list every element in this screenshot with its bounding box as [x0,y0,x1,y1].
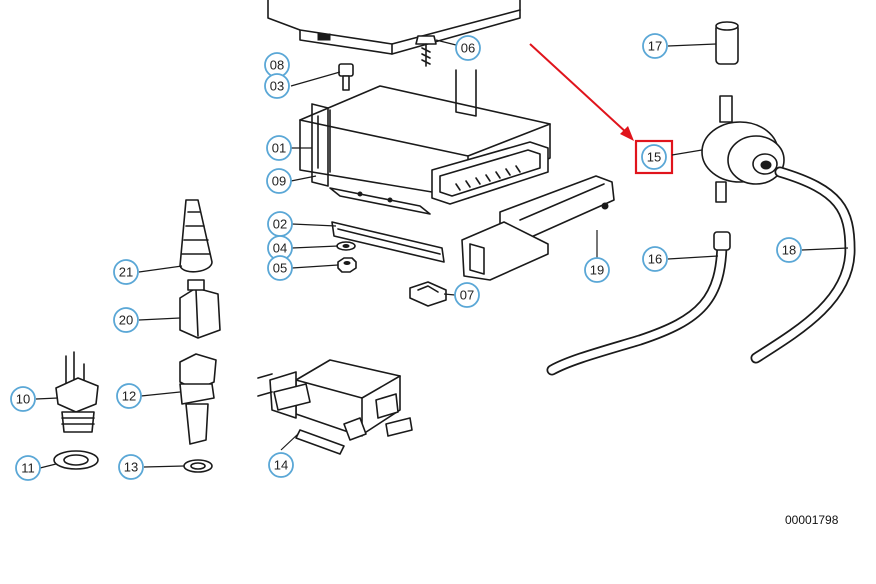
callout-03[interactable]: 03 [264,73,290,99]
svg-text:10: 10 [16,392,30,407]
callout-20[interactable]: 20 [113,307,139,333]
highlight-box [634,139,674,175]
upper-housing [267,0,521,55]
highlight-arrow [529,43,634,141]
control-unit [299,69,551,215]
callout-02[interactable]: 02 [267,211,293,237]
callout-19[interactable]: 19 [584,257,610,283]
mounting-plate [331,221,445,263]
callout-18[interactable]: 18 [776,237,802,263]
svg-text:17: 17 [648,39,662,54]
hose-16 [546,231,731,376]
svg-text:18: 18 [782,243,796,258]
clip-07 [409,281,447,307]
drawing-number: 00001798 [785,513,839,527]
callout-13[interactable]: 13 [118,454,144,480]
switching-valve-14 [257,359,413,455]
plug-20 [179,279,221,339]
callout-15[interactable]: 15 [641,144,667,170]
svg-text:16: 16 [648,252,662,267]
callout-16[interactable]: 16 [642,246,668,272]
svg-text:21: 21 [119,265,133,280]
svg-text:03: 03 [270,79,284,94]
rubber-boot-21 [179,199,213,273]
temperature-sensor-12 [179,353,217,445]
svg-text:09: 09 [272,174,286,189]
callout-01[interactable]: 01 [266,135,292,161]
svg-text:19: 19 [590,263,604,278]
callout-11[interactable]: 11 [15,455,41,481]
hose-18 [750,166,856,364]
hose-connector-17 [715,21,739,65]
svg-text:08: 08 [270,58,284,73]
callout-12[interactable]: 12 [116,383,142,409]
svg-text:07: 07 [460,288,474,303]
svg-text:11: 11 [21,461,35,476]
svg-text:13: 13 [124,460,138,475]
svg-text:06: 06 [461,41,475,56]
callout-17[interactable]: 17 [642,33,668,59]
screw-06 [415,35,437,67]
washer-04 [336,241,356,251]
washer-13 [183,459,213,473]
svg-text:04: 04 [273,241,287,256]
pressure-regulator [701,95,785,203]
svg-text:05: 05 [273,261,287,276]
callout-21[interactable]: 21 [113,259,139,285]
bolt-03 [338,63,354,91]
nut-05 [337,257,357,273]
connector-plug [461,175,615,281]
temperature-switch-10 [55,351,99,433]
svg-text:14: 14 [274,458,288,473]
washer-11 [53,450,99,470]
callout-14[interactable]: 14 [268,452,294,478]
svg-text:20: 20 [119,313,133,328]
svg-text:02: 02 [273,217,287,232]
callout-05[interactable]: 05 [267,255,293,281]
svg-text:01: 01 [272,141,286,156]
leader-lines [35,39,849,469]
callout-07[interactable]: 07 [454,282,480,308]
callout-09[interactable]: 09 [266,168,292,194]
callout-10[interactable]: 10 [10,386,36,412]
svg-text:15: 15 [647,150,661,165]
svg-text:12: 12 [122,389,136,404]
connector-pins [455,165,521,191]
callout-06[interactable]: 06 [455,35,481,61]
